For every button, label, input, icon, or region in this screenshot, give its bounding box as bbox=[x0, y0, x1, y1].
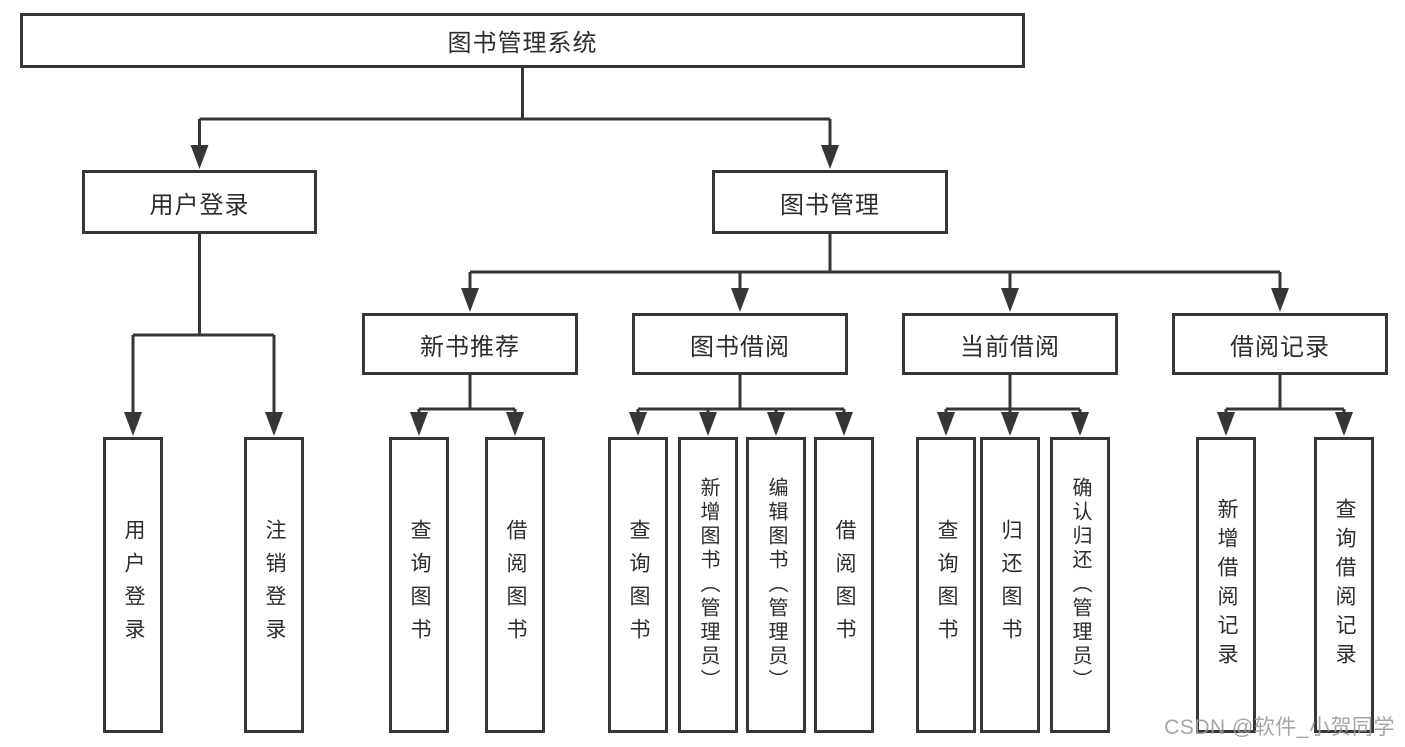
root-system-label: 图书管理系统 bbox=[447, 30, 598, 57]
leaf-edit-book-admin: 编辑图书（管理员） bbox=[746, 437, 806, 733]
leaf-add-book-admin: 新增图书（管理员） bbox=[678, 437, 738, 733]
node-current-borrow: 当前借阅 bbox=[902, 313, 1118, 375]
borrow-records-label: 借阅记录 bbox=[1230, 333, 1330, 361]
leaf-logout-login: 注销登录 bbox=[244, 437, 304, 733]
new-book-recommend-label: 新书推荐 bbox=[420, 333, 520, 361]
leaf-borrow-books-borrow-label: 借阅图书 bbox=[833, 519, 856, 651]
leaf-logout-login-label: 注销登录 bbox=[263, 519, 286, 651]
leaf-query-books-recommend: 查询图书 bbox=[389, 437, 449, 733]
node-user-login: 用户登录 bbox=[82, 170, 317, 234]
leaf-edit-book-admin-label: 编辑图书（管理员） bbox=[765, 477, 787, 693]
leaf-query-borrow-record: 查询借阅记录 bbox=[1314, 437, 1374, 733]
current-borrow-label: 当前借阅 bbox=[960, 333, 1060, 361]
leaf-add-borrow-record-label: 新增借阅记录 bbox=[1215, 498, 1238, 672]
node-book-borrow: 图书借阅 bbox=[632, 313, 848, 375]
arrowhead-icons bbox=[124, 145, 1353, 436]
leaf-borrow-books-borrow: 借阅图书 bbox=[814, 437, 874, 733]
book-management-label: 图书管理 bbox=[780, 191, 880, 219]
leaf-add-book-admin-label: 新增图书（管理员） bbox=[697, 477, 719, 693]
user-login-label: 用户登录 bbox=[149, 191, 250, 219]
leaf-query-books-recommend-label: 查询图书 bbox=[408, 519, 431, 651]
csdn-watermark: CSDN @软件_小贺同学 bbox=[1164, 716, 1395, 739]
node-borrow-records: 借阅记录 bbox=[1172, 313, 1388, 375]
node-root-system: 图书管理系统 bbox=[20, 13, 1025, 68]
node-book-management: 图书管理 bbox=[712, 170, 948, 234]
leaf-borrow-books-recommend-label: 借阅图书 bbox=[504, 519, 527, 651]
leaf-query-books-borrow: 查询图书 bbox=[608, 437, 668, 733]
leaf-borrow-books-recommend: 借阅图书 bbox=[485, 437, 545, 733]
leaf-return-book: 归还图书 bbox=[980, 437, 1040, 733]
leaf-confirm-return-admin: 确认归还（管理员） bbox=[1050, 437, 1110, 733]
book-borrow-label: 图书借阅 bbox=[690, 333, 790, 361]
leaf-return-book-label: 归还图书 bbox=[999, 519, 1022, 651]
leaf-user-login-label: 用户登录 bbox=[122, 519, 145, 651]
node-new-book-recommend: 新书推荐 bbox=[362, 313, 578, 375]
leaf-query-books-current: 查询图书 bbox=[916, 437, 976, 733]
leaf-user-login: 用户登录 bbox=[103, 437, 163, 733]
leaf-query-books-current-label: 查询图书 bbox=[935, 519, 958, 651]
leaf-query-books-borrow-label: 查询图书 bbox=[627, 519, 650, 651]
leaf-query-borrow-record-label: 查询借阅记录 bbox=[1333, 498, 1356, 672]
leaf-confirm-return-admin-label: 确认归还（管理员） bbox=[1069, 477, 1091, 693]
leaf-add-borrow-record: 新增借阅记录 bbox=[1196, 437, 1256, 733]
